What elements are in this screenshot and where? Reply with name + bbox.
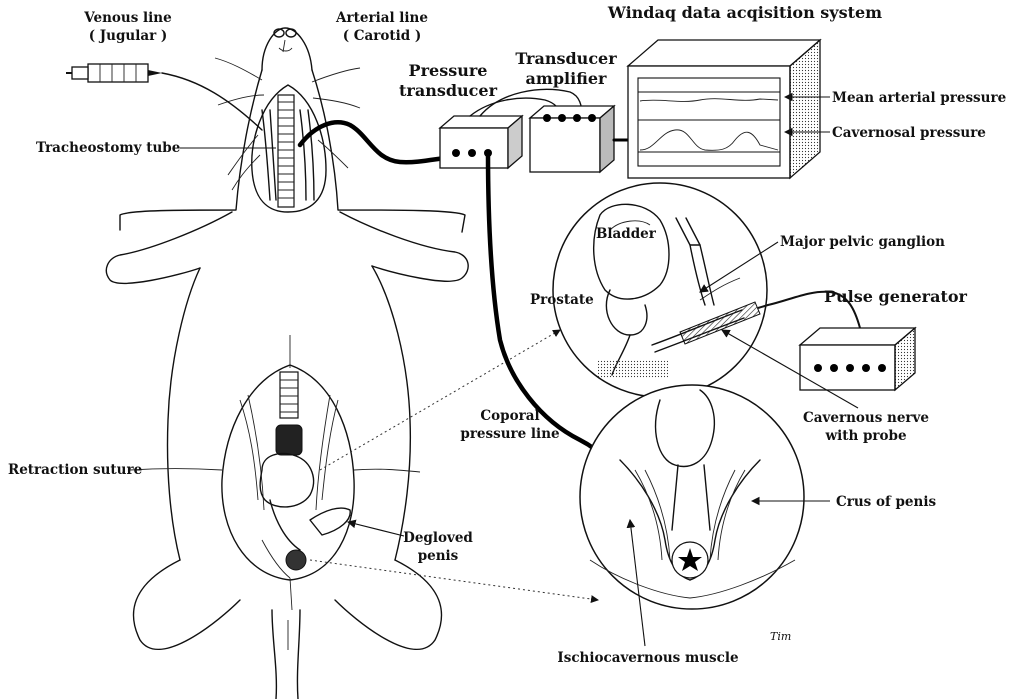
transducer-amplifier-box — [530, 106, 614, 172]
signature-text: Tim — [770, 630, 791, 643]
mean-arterial-pressure-label: Mean arterial pressure — [832, 90, 1006, 106]
windaq-label: Windaq data acqisition system — [607, 3, 882, 22]
degloved-penis-label: Degloved — [403, 530, 473, 546]
venous-line-sub-label: ( Jugular ) — [89, 28, 168, 44]
rat-body-outline — [106, 28, 468, 699]
arterial-line-label: Arterial line — [335, 10, 428, 26]
cavernous-nerve-sub-label: with probe — [824, 428, 906, 444]
pelvic-magnified-view — [553, 183, 768, 397]
abdominal-incision — [130, 335, 420, 610]
windaq-monitor — [628, 40, 820, 178]
cavernous-nerve-label: Cavernous nerve — [803, 410, 929, 426]
pulse-generator-label: Pulse generator — [824, 287, 968, 306]
bladder-label: Bladder — [596, 226, 657, 242]
transducer-amplifier-label: Transducer — [515, 49, 617, 68]
coporal-pressure-line-sub-label: pressure line — [460, 426, 559, 442]
venous-line-label: Venous line — [83, 10, 171, 26]
ischiocavernous-muscle-label: Ischiocavernous muscle — [557, 650, 738, 666]
retraction-suture-label: Retraction suture — [8, 462, 142, 478]
major-pelvic-ganglion-label: Major pelvic ganglion — [780, 234, 945, 250]
trachea — [278, 95, 294, 207]
coporal-pressure-line-label: Coporal — [480, 408, 539, 424]
transducer-amplifier-sub-label: amplifier — [526, 69, 607, 88]
crus-of-penis-label: Crus of penis — [836, 494, 936, 510]
degloved-penis-sub-label: penis — [418, 548, 459, 564]
prostate-label: Prostate — [530, 292, 594, 308]
pressure-transducer-sub-label: transducer — [399, 81, 498, 100]
tracheostomy-tube-label: Tracheostomy tube — [36, 140, 180, 156]
crura-magnified-view — [580, 385, 804, 609]
pressure-transducer-box — [440, 116, 522, 168]
cavernosal-pressure-label: Cavernosal pressure — [832, 125, 986, 141]
arterial-catheter — [300, 122, 445, 162]
arterial-line-sub-label: ( Carotid ) — [343, 28, 422, 44]
pressure-transducer-label: Pressure — [409, 61, 488, 80]
pulse-generator-box — [800, 328, 915, 390]
syringe — [66, 64, 262, 130]
